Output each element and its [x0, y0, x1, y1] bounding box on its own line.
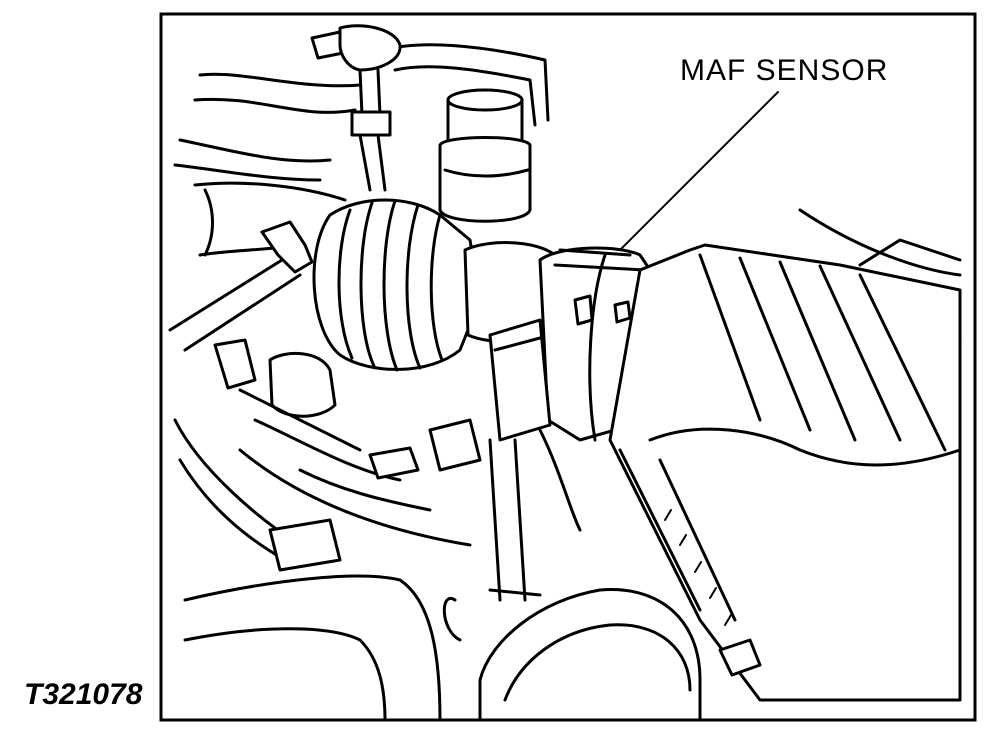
fitting-top [310, 24, 402, 192]
bottom-duct [183, 574, 702, 722]
callout-leader [619, 91, 779, 251]
left-duct [168, 181, 347, 352]
lower-components [173, 338, 582, 642]
maf-sensor-label: MAF SENSOR [680, 54, 889, 87]
intake-bellows [312, 198, 562, 372]
air-cleaner-housing [608, 243, 962, 702]
figure-id: T321078 [24, 678, 143, 711]
reservoir [438, 88, 532, 223]
